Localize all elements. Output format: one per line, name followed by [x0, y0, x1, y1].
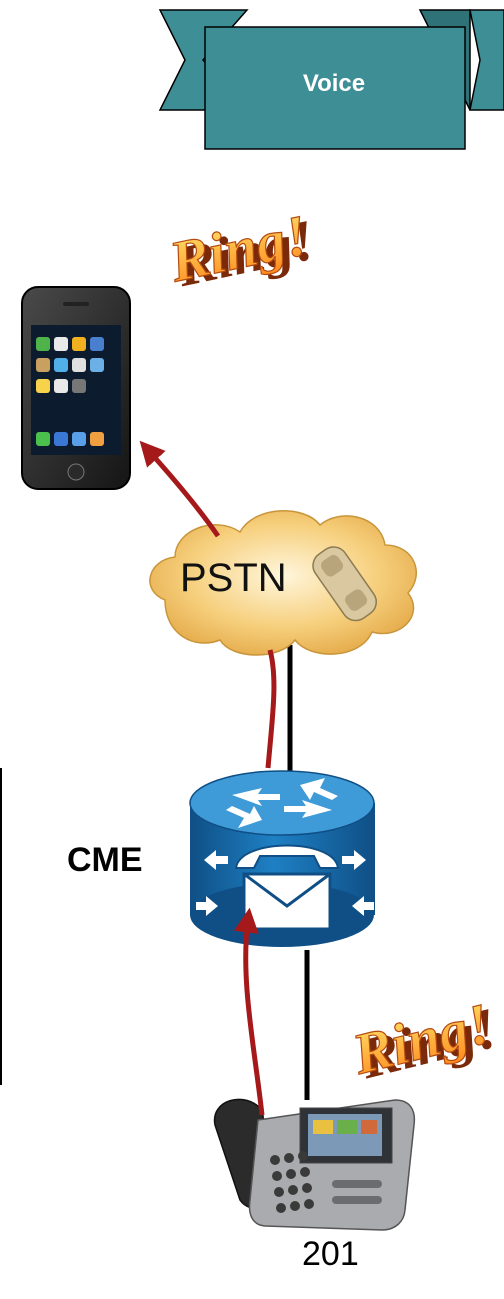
- voice-banner: [158, 9, 504, 150]
- handset-icon: [312, 546, 377, 622]
- ring-burst-text: Ring!: [163, 202, 313, 295]
- ring-burst-bottom: Ring! Ring!: [345, 990, 504, 1092]
- extension-label: 201: [302, 1235, 359, 1273]
- voice-router-icon: [189, 770, 375, 947]
- cme-label: CME: [67, 841, 143, 879]
- ring-burst-top: Ring! Ring!: [163, 201, 321, 299]
- pstn-label: PSTN: [180, 556, 287, 600]
- call-arrow-pstn-to-smartphone: [139, 440, 221, 538]
- banner-label: Voice: [302, 70, 366, 97]
- call-arrow-phone-to-router: [233, 907, 265, 1116]
- call-arrow-router-to-pstn: [265, 649, 277, 769]
- smartphone-icon: [21, 286, 131, 490]
- ip-phone-icon: [213, 1098, 416, 1231]
